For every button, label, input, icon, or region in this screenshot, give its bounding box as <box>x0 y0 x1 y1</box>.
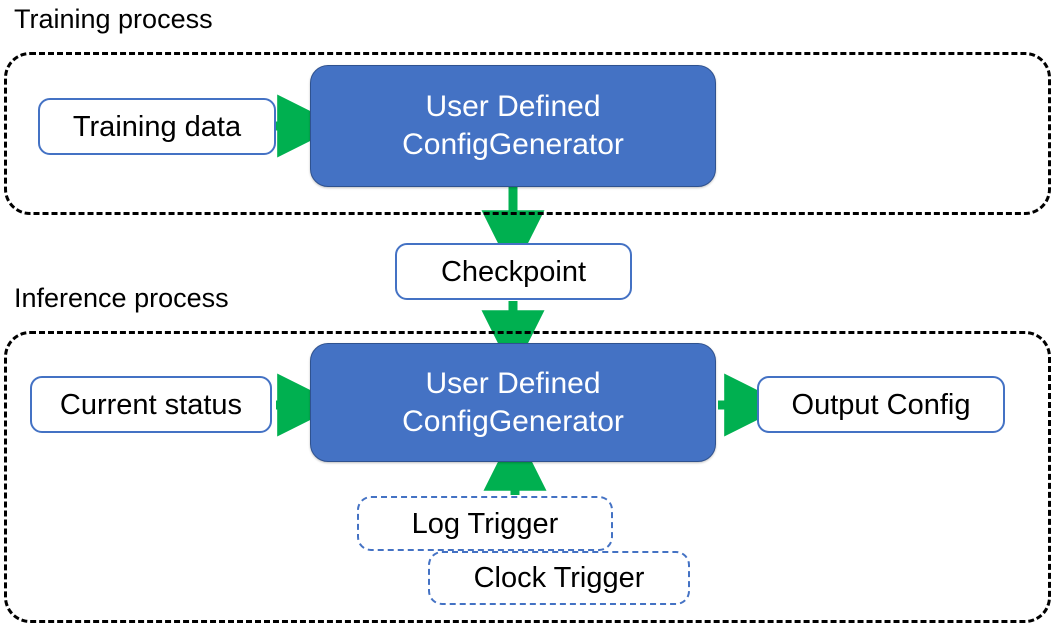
inference-process-label: Inference process <box>14 283 229 313</box>
node-training-config-generator-line1: User Defined <box>425 90 601 123</box>
node-training-config-generator-line2: ConfigGenerator <box>402 128 624 161</box>
training-process-label: Training process <box>14 4 213 34</box>
node-current-status[interactable]: Current status <box>30 376 272 433</box>
node-clock-trigger-label: Clock Trigger <box>473 562 645 594</box>
inference-process-group <box>4 331 1051 623</box>
node-current-status-label: Current status <box>59 388 243 421</box>
node-training-config-generator[interactable]: User Defined ConfigGenerator <box>310 65 716 187</box>
node-inference-config-generator-line2: ConfigGenerator <box>402 404 624 438</box>
node-output-config-label: Output Config <box>791 388 971 421</box>
node-log-trigger[interactable]: Log Trigger <box>357 496 613 551</box>
training-process-group <box>4 52 1051 215</box>
node-inference-config-generator[interactable]: User Defined ConfigGenerator <box>310 343 716 462</box>
node-checkpoint[interactable]: Checkpoint <box>395 243 632 300</box>
node-training-data[interactable]: Training data <box>38 98 276 155</box>
node-log-trigger-label: Log Trigger <box>411 507 559 540</box>
node-inference-config-generator-line1: User Defined <box>425 366 601 400</box>
node-clock-trigger[interactable]: Clock Trigger <box>428 551 690 605</box>
node-output-config[interactable]: Output Config <box>757 376 1005 433</box>
node-training-data-label: Training data <box>72 110 242 143</box>
node-checkpoint-label: Checkpoint <box>440 255 587 288</box>
